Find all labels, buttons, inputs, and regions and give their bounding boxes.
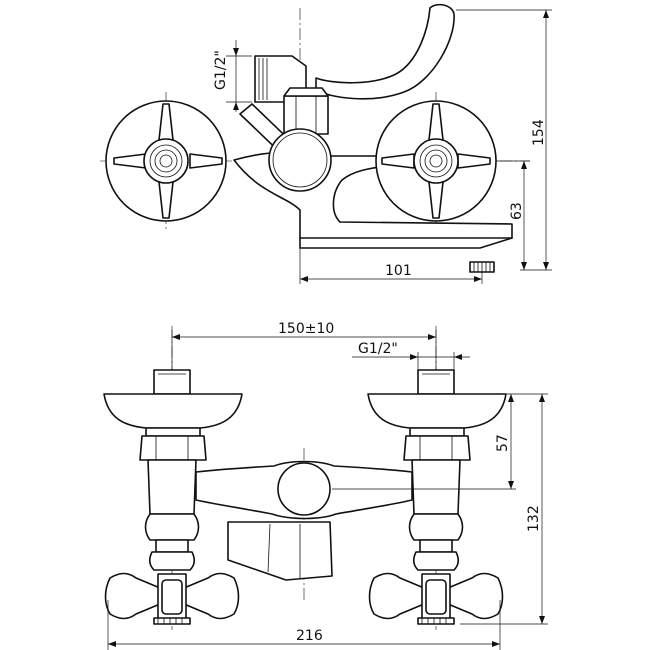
top-height-spout: 63 — [509, 202, 525, 220]
front-thread-label: G1/2" — [358, 341, 398, 357]
left-valve-top — [105, 100, 227, 222]
top-height-total: 154 — [531, 119, 547, 146]
right-valve-top — [375, 100, 497, 222]
front-view: 150±10 G1/2" 57 132 216 — [103, 321, 548, 650]
diverter-knob-front — [277, 462, 331, 516]
front-width-total: 216 — [296, 628, 323, 644]
diverter-knob-top — [268, 128, 332, 192]
front-center-distance: 150±10 — [278, 321, 334, 337]
front-height-upper: 57 — [495, 434, 511, 452]
spout-front — [227, 521, 333, 581]
right-valve-front — [367, 369, 507, 625]
left-valve-front — [103, 369, 243, 625]
front-height-total: 132 — [526, 505, 542, 532]
top-spout-reach: 101 — [385, 263, 412, 279]
top-view: G1/2" 154 63 101 — [100, 3, 552, 284]
top-thread-label: G1/2" — [213, 50, 229, 90]
lever-handle — [315, 3, 455, 100]
